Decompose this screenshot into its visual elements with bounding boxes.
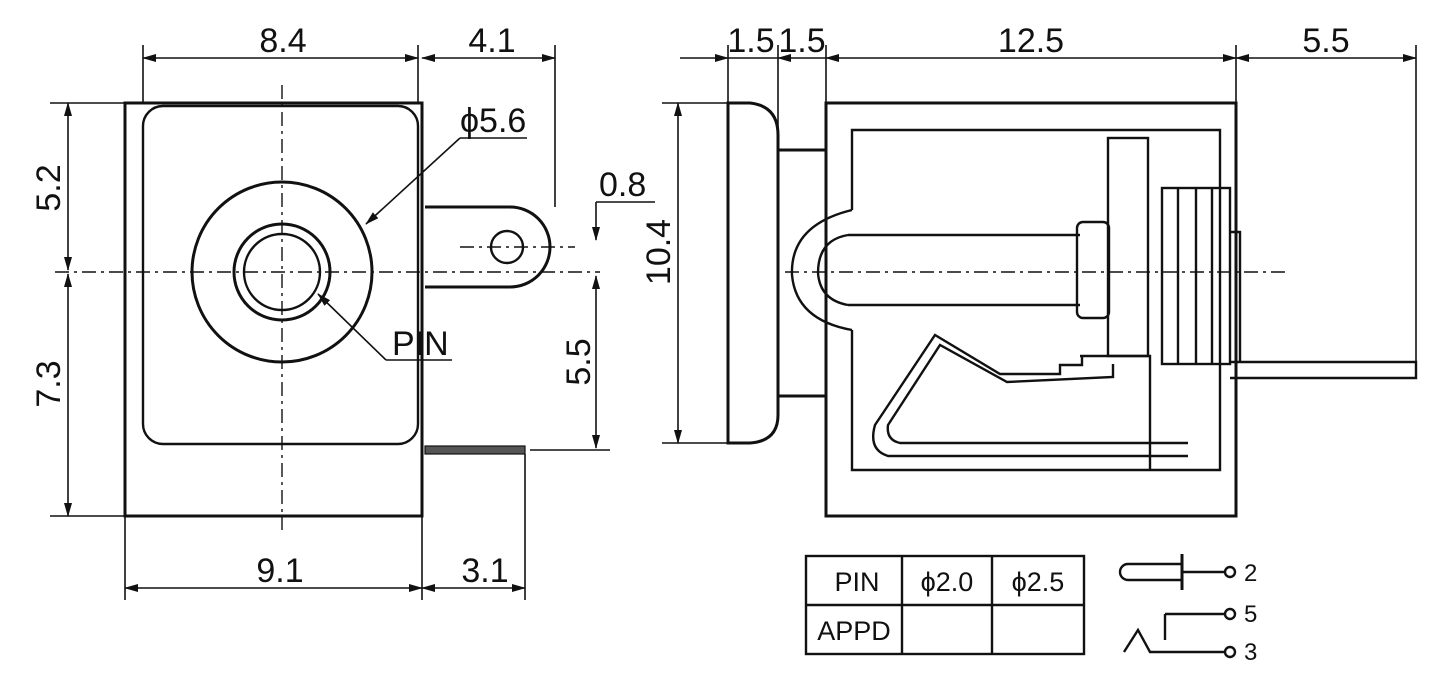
dim-diameter: ϕ5.6: [460, 102, 526, 140]
terminal-3-label: 3: [1244, 639, 1257, 666]
side-spring-contact: [871, 333, 1188, 470]
dim-top-width: 8.4: [259, 22, 306, 60]
side-view: 1.5 1.5 12.5 5.5 10.4: [640, 22, 1418, 518]
dim-body: 12.5: [998, 22, 1064, 60]
dim-height: 10.4: [640, 219, 678, 285]
table-header-d25: ϕ2.5: [1012, 567, 1065, 597]
side-center-pin-head: [1075, 220, 1111, 320]
side-receptacle-inner: [816, 233, 849, 307]
side-rear-pin: [1230, 360, 1418, 380]
pin-label: PIN: [392, 325, 449, 363]
front-bottom-pin: [424, 445, 526, 455]
spring-contact-symbol: [1122, 627, 1225, 654]
dim-top-tab: 4.1: [468, 22, 515, 60]
front-face-outline: [141, 104, 420, 446]
dim-bottom-width: 9.1: [256, 552, 303, 590]
front-view: 8.4 4.1 5.2 7.3 ϕ5.6 0.8 5.5 PIN 9.1 3.1: [30, 22, 655, 600]
dim-bottom-pin: 3.1: [461, 552, 508, 590]
terminal-5-label: 5: [1244, 601, 1257, 628]
dim-flange-1: 1.5: [727, 22, 774, 60]
front-body-outline: [123, 101, 424, 518]
pin-table: PIN ϕ2.0 ϕ2.5 APPD: [804, 554, 1086, 656]
schematic-symbol: 2 5 3: [1118, 554, 1257, 666]
table-header-pin: PIN: [834, 567, 879, 597]
side-receptacle-curve: [790, 208, 853, 332]
terminal-2-circle: [1223, 565, 1237, 579]
terminal-3-circle: [1223, 645, 1237, 659]
terminal-5-circle: [1223, 607, 1237, 621]
dim-tab-hole: 0.8: [599, 166, 646, 204]
dim-flange-2: 1.5: [778, 22, 825, 60]
terminal-2-label: 2: [1244, 560, 1257, 587]
table-header-d20: ϕ2.0: [921, 567, 974, 597]
dim-right-pin: 5.5: [560, 338, 598, 385]
side-flange: [726, 101, 780, 445]
side-contact-plate: [1106, 136, 1150, 358]
table-row-label: APPD: [817, 616, 891, 646]
plug-symbol: [1118, 562, 1182, 582]
side-body: [824, 101, 1238, 518]
side-inner-frame: [850, 128, 1222, 472]
dim-left-lower: 7.3: [30, 360, 68, 407]
dim-pin-extension: 5.5: [1302, 22, 1349, 60]
dim-left-upper: 5.2: [30, 164, 68, 211]
